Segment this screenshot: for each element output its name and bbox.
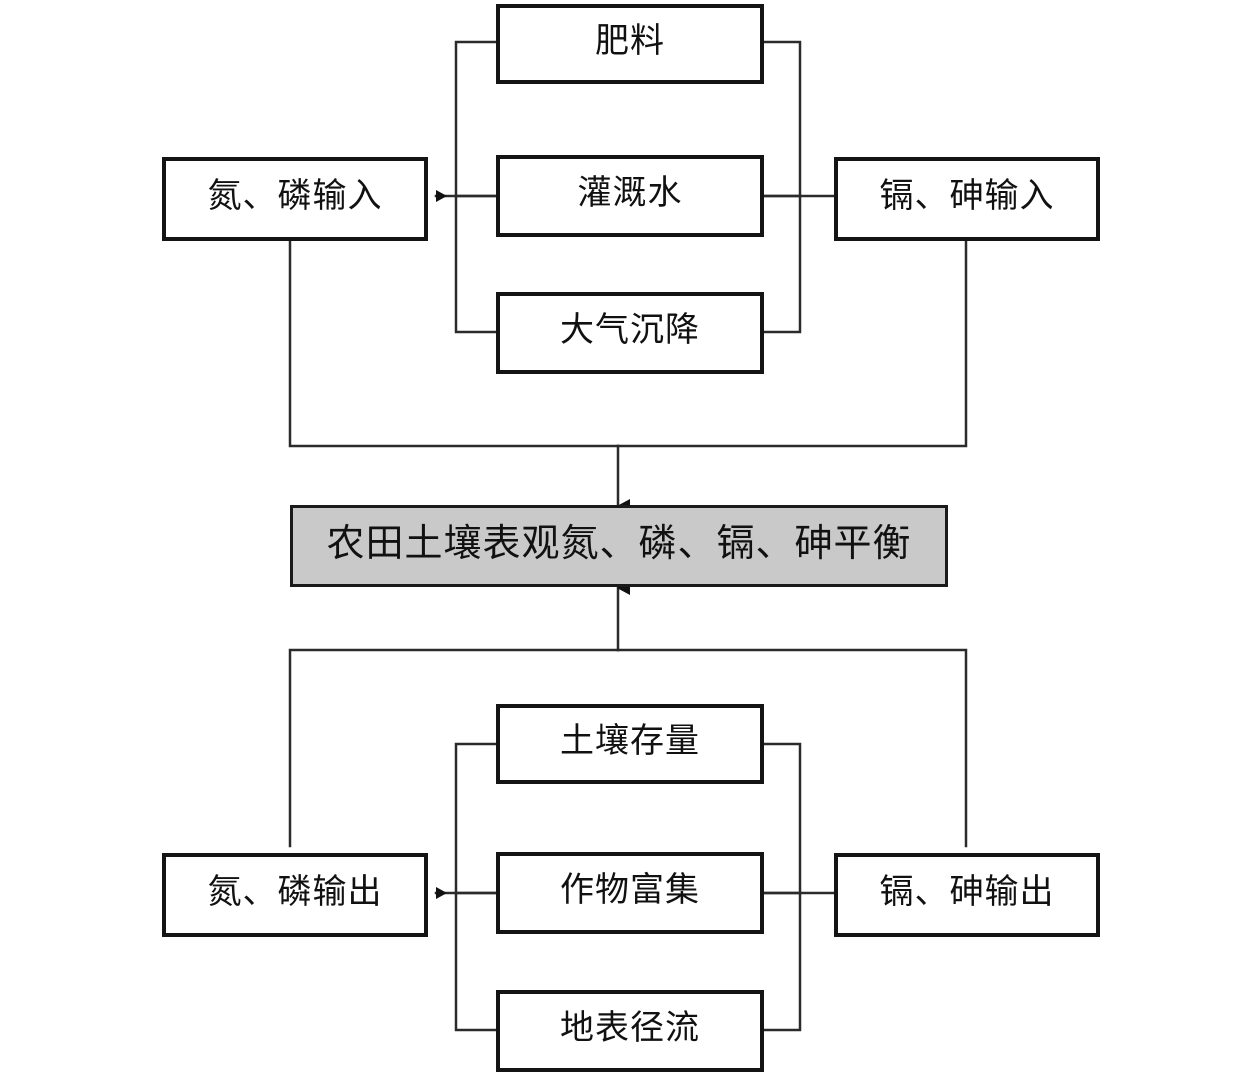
node-np-input[interactable]: 氮、磷输入 [162,157,428,241]
node-surface-runoff[interactable]: 地表径流 [496,990,764,1072]
node-surface-runoff-label: 地表径流 [560,1010,700,1047]
node-np-output-label: 氮、磷输出 [207,874,383,911]
node-atmospheric-deposition-label: 大气沉降 [560,312,700,349]
node-irrigation-water[interactable]: 灌溉水 [496,155,764,237]
wire-left-bracket-top [454,40,500,334]
node-atmospheric-deposition[interactable]: 大气沉降 [496,292,764,374]
wire-right-bracket-bottom [760,742,802,1032]
node-np-output[interactable]: 氮、磷输出 [162,853,428,937]
node-crop-accumulation-label: 作物富集 [560,872,700,909]
node-crop-accumulation[interactable]: 作物富集 [496,852,764,934]
node-soil-balance-label: 农田土壤表观氮、磷、镉、砷平衡 [326,523,912,565]
node-cdas-output[interactable]: 镉、砷输出 [834,853,1100,937]
node-cdas-output-label: 镉、砷输出 [879,874,1055,911]
node-soil-stock[interactable]: 土壤存量 [496,704,764,784]
node-cdas-input[interactable]: 镉、砷输入 [834,157,1100,241]
node-irrigation-water-label: 灌溉水 [577,175,683,212]
node-soil-stock-label: 土壤存量 [560,723,700,760]
wire-left-bracket-bottom [454,742,500,1032]
node-cdas-input-label: 镉、砷输入 [879,178,1055,215]
node-soil-balance[interactable]: 农田土壤表观氮、磷、镉、砷平衡 [290,505,948,587]
node-fertilizer-label: 肥料 [595,23,665,60]
wire-right-bracket-top [760,40,802,334]
node-np-input-label: 氮、磷输入 [207,178,383,215]
node-fertilizer[interactable]: 肥料 [496,4,764,84]
